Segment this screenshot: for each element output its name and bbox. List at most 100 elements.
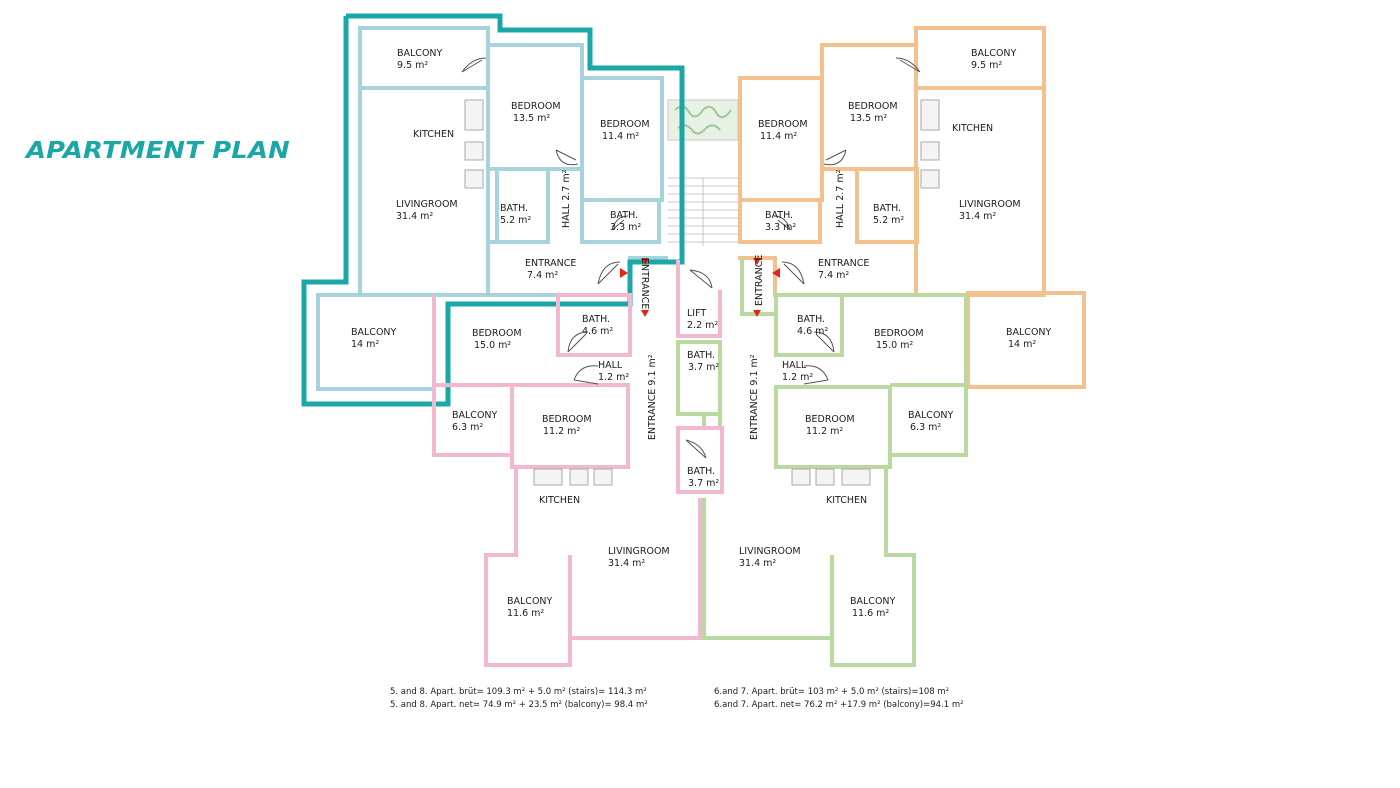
room-area: 2.2 m²: [687, 320, 718, 331]
core-pink: [676, 426, 724, 494]
room-name: BATH.: [687, 466, 715, 477]
kitchen-appliances-top-right: [920, 99, 940, 189]
area-note-brut: 6.and 7. Apart. brüt= 103 m² + 5.0 m² (s…: [714, 687, 950, 697]
room-area: 11.2 m²: [543, 426, 580, 437]
room-name: ENTRANCE: [818, 258, 869, 269]
room-name: BEDROOM: [758, 119, 808, 130]
room-name: KITCHEN: [539, 495, 580, 506]
room-area: 11.4 m²: [760, 131, 797, 142]
area-note-6-7: 6.and 7. Apart. brüt= 103 m² + 5.0 m² (s…: [714, 686, 964, 712]
area-note-net: 6.and 7. Apart. net= 76.2 m² +17.9 m² (b…: [714, 700, 964, 710]
room-area: 31.4 m²: [608, 558, 645, 569]
room-area: 3.3 m²: [610, 222, 641, 233]
room-area: 11.6 m²: [507, 608, 544, 619]
room-area: 3.7 m²: [688, 478, 719, 489]
room-name: LIVINGROOM: [959, 199, 1021, 210]
room-area: 9.5 m²: [971, 60, 1002, 71]
room-name: BATH.: [873, 203, 901, 214]
room-name: LIFT: [687, 308, 706, 319]
room-name: BALCONY: [850, 596, 896, 607]
kitchen-appliances-top-left: [464, 99, 484, 189]
room-name: ENTRANCE: [754, 255, 765, 306]
area-note-5-8: 5. and 8. Apart. brüt= 109.3 m² + 5.0 m²…: [390, 686, 648, 712]
room-name: BALCONY: [351, 327, 397, 338]
room-name: HALL 2.7 m²: [835, 169, 846, 228]
room-name: KITCHEN: [413, 129, 454, 140]
room-name: KITCHEN: [826, 495, 867, 506]
room-name: ENTRANCE 9.1 m²: [749, 354, 760, 440]
apartment-selection-outline: [301, 13, 685, 407]
room-area: 1.2 m²: [598, 372, 629, 383]
room-name: BATH.: [582, 314, 610, 325]
room-area: 5.2 m²: [873, 215, 904, 226]
room-name: BEDROOM: [542, 414, 592, 425]
apartment-top-right: [738, 26, 1086, 389]
arrow-left-icon: [620, 268, 628, 278]
room-name: ENTRANCE: [525, 258, 576, 269]
room-area: 1.2 m²: [782, 372, 813, 383]
room-area: 13.5 m²: [850, 113, 887, 124]
room-name: BATH.: [500, 203, 528, 214]
apartment-bottom-right: [702, 258, 968, 667]
room-area: 15.0 m²: [876, 340, 913, 351]
door-arrow-icons: [620, 258, 780, 317]
room-name: BEDROOM: [848, 101, 898, 112]
room-name: KITCHEN: [952, 123, 993, 134]
area-note-brut: 5. and 8. Apart. brüt= 109.3 m² + 5.0 m²…: [390, 687, 647, 697]
room-area: 3.3 m²: [765, 222, 796, 233]
room-area: 14 m²: [351, 339, 379, 350]
room-area: 15.0 m²: [474, 340, 511, 351]
room-name: BALCONY: [397, 48, 443, 59]
room-area: 14 m²: [1008, 339, 1036, 350]
room-area: 11.2 m²: [806, 426, 843, 437]
room-area: 7.4 m²: [527, 270, 558, 281]
arrow-right-icon: [772, 268, 780, 278]
room-name: BEDROOM: [805, 414, 855, 425]
room-area: 6.3 m²: [910, 422, 941, 433]
room-name: BEDROOM: [874, 328, 924, 339]
room-name: BATH.: [687, 350, 715, 361]
kitchen-appliances-bottom-left: [533, 468, 613, 486]
room-area: 6.3 m²: [452, 422, 483, 433]
apartment-bottom-left: [432, 293, 702, 667]
room-labels: BALCONY 9.5 m² KITCHEN BEDROOM 13.5 m² B…: [351, 48, 1052, 619]
core: [676, 260, 722, 338]
arrow-down-icon: [753, 258, 761, 265]
arrow-down-icon: [753, 310, 761, 317]
kitchen-appliances-bottom-right: [791, 468, 871, 486]
room-area: 9.5 m²: [397, 60, 428, 71]
room-area: 5.2 m²: [500, 215, 531, 226]
arrow-down-icon: [641, 310, 649, 317]
room-name: HALL: [782, 360, 807, 371]
doors: [461, 57, 921, 459]
room-area: 13.5 m²: [513, 113, 550, 124]
room-name: BALCONY: [452, 410, 498, 421]
room-name: BALCONY: [908, 410, 954, 421]
room-name: ENTRANCE 9.1 m²: [647, 354, 658, 440]
room-name: BEDROOM: [600, 119, 650, 130]
room-name: BEDROOM: [472, 328, 522, 339]
room-name: HALL: [598, 360, 623, 371]
room-area: 7.4 m²: [818, 270, 849, 281]
room-area: 31.4 m²: [959, 211, 996, 222]
room-area: 4.6 m²: [582, 326, 613, 337]
area-note-net: 5. and 8. Apart. net= 74.9 m² + 23.5 m² …: [390, 700, 648, 710]
stairwell: [667, 99, 739, 246]
room-area: 11.4 m²: [602, 131, 639, 142]
room-name: BATH.: [610, 210, 638, 221]
room-name: BATH.: [797, 314, 825, 325]
page-title: APARTMENT PLAN: [26, 138, 290, 164]
room-area: 11.6 m²: [852, 608, 889, 619]
room-area: 3.7 m²: [688, 362, 719, 373]
room-name: ENTRANCE: [639, 258, 650, 309]
room-name: LIVINGROOM: [396, 199, 458, 210]
room-name: HALL 2.7 m²: [561, 169, 572, 228]
room-name: BALCONY: [1006, 327, 1052, 338]
room-area: 31.4 m²: [739, 558, 776, 569]
room-name: BEDROOM: [511, 101, 561, 112]
room-name: BALCONY: [971, 48, 1017, 59]
room-area: 31.4 m²: [396, 211, 433, 222]
room-name: LIVINGROOM: [739, 546, 801, 557]
room-area: 4.6 m²: [797, 326, 828, 337]
